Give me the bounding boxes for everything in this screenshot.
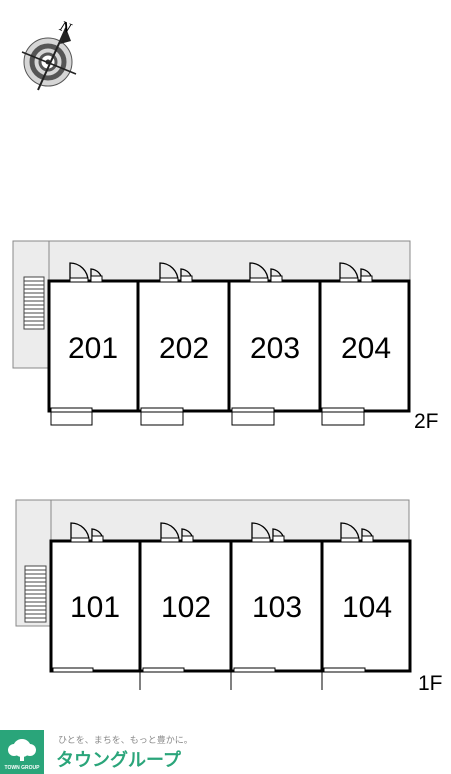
staircase-2f (23, 276, 45, 330)
unit-201[interactable]: 201 (47, 262, 140, 426)
unit-204[interactable]: 204 (318, 262, 411, 426)
window-icon (321, 407, 365, 413)
walkway-1f (18, 499, 410, 541)
staircase-1f (24, 565, 47, 623)
compass-north-label: N (56, 18, 74, 38)
window-icon (140, 407, 184, 413)
logo-text: TOWN GROUP (5, 765, 41, 771)
balcony-2f-202 (140, 411, 184, 426)
balcony-2f-203 (231, 411, 275, 426)
floor-1f: 101 102 103 (15, 499, 443, 695)
brand-name: タウングループ (56, 749, 182, 770)
unit-number-202: 202 (159, 332, 209, 365)
unit-203[interactable]: 203 (227, 262, 322, 426)
unit-number-201: 201 (68, 332, 118, 365)
unit-103[interactable]: 103 (229, 522, 324, 673)
brand-footer: TOWN GROUP ひとを、まちを、もっと豊かに。 タウングループ (0, 730, 193, 774)
unit-number-204: 204 (341, 332, 391, 365)
balcony-2f-204 (321, 411, 365, 426)
unit-number-104: 104 (342, 591, 392, 624)
walkway-2f (16, 240, 411, 282)
brand-tagline: ひとを、まちを、もっと豊かに。 (58, 734, 193, 745)
unit-202[interactable]: 202 (136, 262, 231, 426)
floor-label-1f: 1F (418, 672, 443, 695)
compass-icon: N (21, 18, 77, 91)
unit-number-203: 203 (250, 332, 300, 365)
unit-104[interactable]: 104 (320, 522, 412, 673)
window-icon (323, 667, 366, 673)
window-icon (231, 407, 275, 413)
balcony-2f-201 (50, 411, 93, 426)
window-icon (233, 667, 276, 673)
window-icon (142, 667, 185, 673)
unit-101[interactable]: 101 (49, 522, 142, 673)
unit-number-101: 101 (70, 591, 120, 624)
tree-icon (8, 739, 36, 761)
floor-2f: 201 202 203 (12, 240, 439, 433)
floor-label-2f: 2F (414, 410, 439, 433)
window-icon (52, 667, 94, 673)
window-icon (50, 407, 93, 413)
unit-number-102: 102 (161, 591, 211, 624)
unit-102[interactable]: 102 (138, 522, 233, 673)
unit-number-103: 103 (252, 591, 302, 624)
